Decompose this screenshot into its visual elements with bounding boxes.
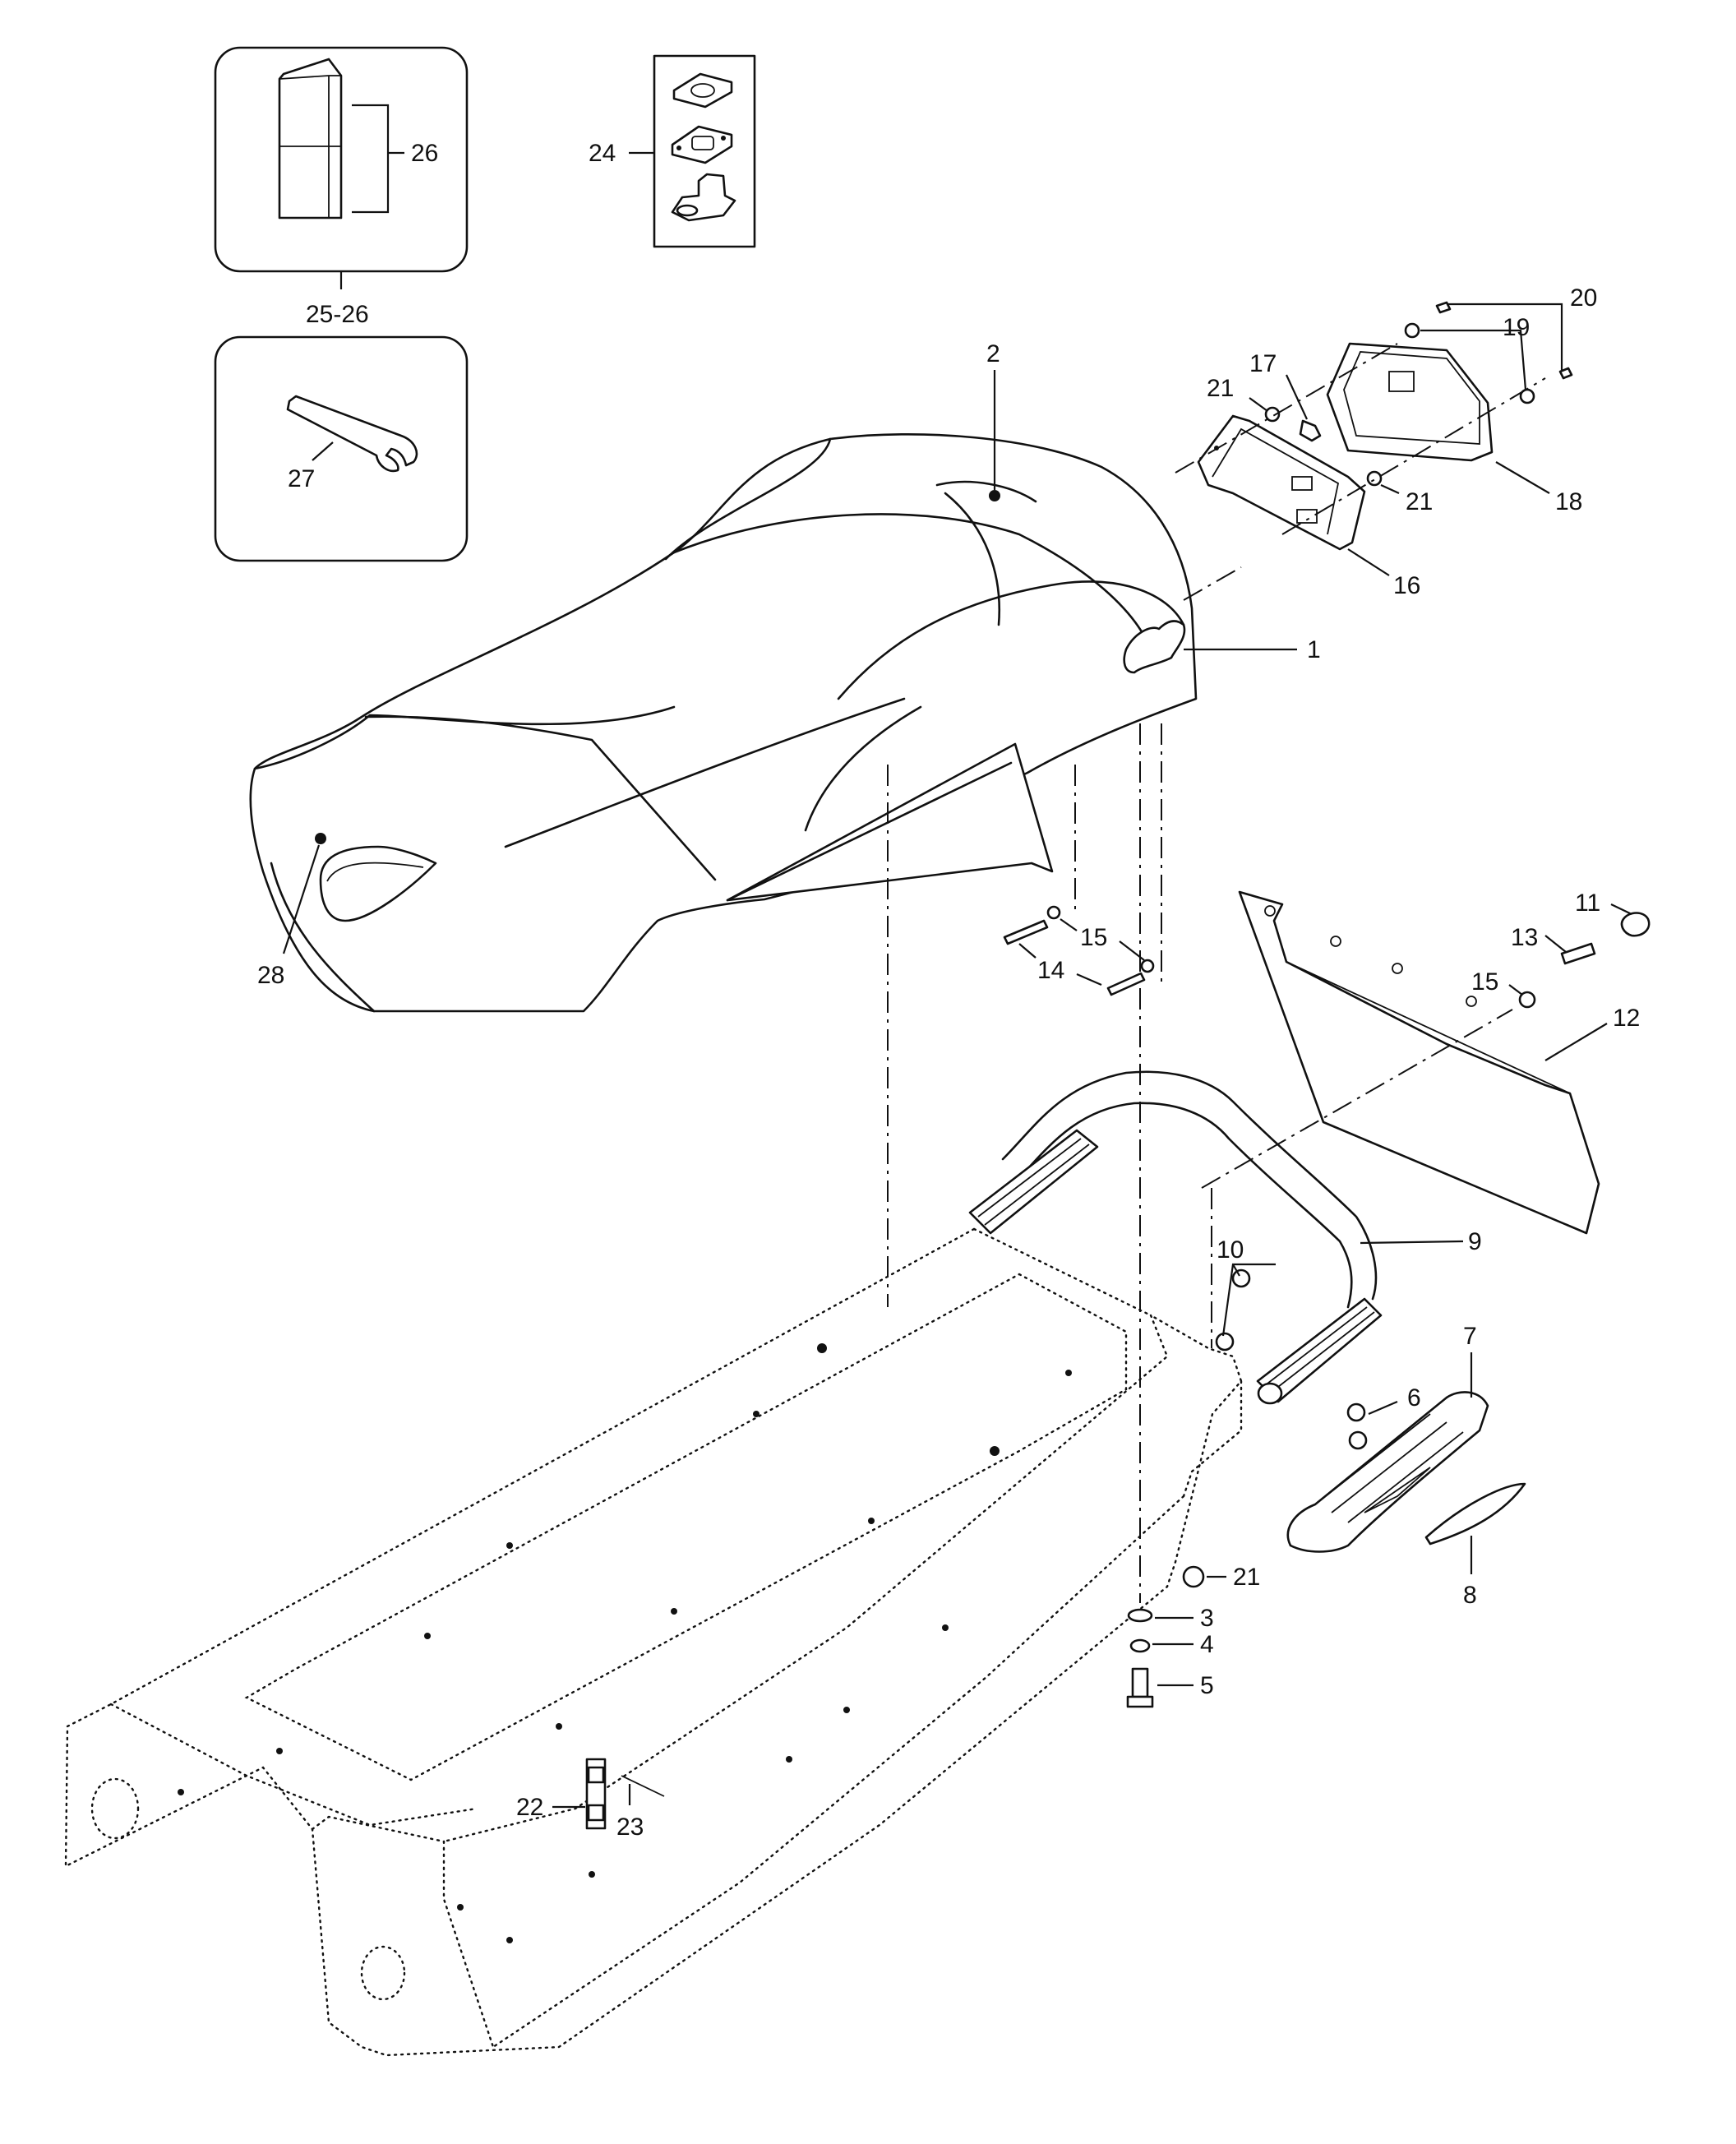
svg-text:10: 10 xyxy=(1217,1236,1244,1264)
grab-handle xyxy=(968,1070,1383,1405)
svg-text:21: 21 xyxy=(1233,1564,1260,1591)
svg-text:13: 13 xyxy=(1511,924,1538,951)
washer-19-a xyxy=(1404,322,1420,339)
callout-27: 27 xyxy=(288,465,315,492)
svg-text:24: 24 xyxy=(589,140,616,167)
svg-text:11: 11 xyxy=(1575,889,1600,917)
hardware-17 xyxy=(1299,419,1322,442)
lockwasher-4 xyxy=(1129,1638,1151,1653)
svg-text:19: 19 xyxy=(1503,314,1530,341)
callout-9: 9 xyxy=(1468,1228,1482,1255)
callout-6: 6 xyxy=(1407,1384,1421,1412)
callout-5: 5 xyxy=(1200,1672,1214,1699)
washer-15-flap xyxy=(1518,991,1536,1009)
svg-text:18: 18 xyxy=(1555,488,1582,515)
callout-13: 13 xyxy=(1511,924,1538,951)
inset-box-tool xyxy=(214,335,469,562)
washer-3 xyxy=(1127,1608,1153,1623)
svg-text:15: 15 xyxy=(1080,924,1107,951)
inset-box-latch xyxy=(653,54,756,248)
bolt-5-head xyxy=(1126,1695,1154,1708)
washer-15-b xyxy=(1140,959,1155,973)
callout-21-middle: 21 xyxy=(1406,488,1433,515)
callout-19: 19 xyxy=(1503,314,1530,341)
callout-16: 16 xyxy=(1393,572,1420,599)
callout-14: 14 xyxy=(1037,957,1064,984)
screw-14-b xyxy=(1106,972,1146,996)
latch-22 xyxy=(585,1758,607,1830)
screw-10-a xyxy=(1231,1268,1251,1288)
seat-assembly xyxy=(249,433,1198,1013)
callout-23: 23 xyxy=(616,1814,644,1841)
svg-text:12: 12 xyxy=(1613,1005,1640,1032)
reflector-8 xyxy=(1424,1482,1526,1546)
pin-23 xyxy=(621,1775,665,1797)
screw-14-a xyxy=(1003,919,1049,945)
callout-20: 20 xyxy=(1570,284,1597,312)
taillight-housing xyxy=(1197,414,1366,551)
screw-20-b xyxy=(1558,367,1573,380)
callout-25-26: 25-26 xyxy=(306,301,369,328)
callout-1: 1 xyxy=(1307,636,1321,663)
svg-text:25-26: 25-26 xyxy=(306,301,369,328)
callout-18: 18 xyxy=(1555,488,1582,515)
grommet-11 xyxy=(1620,912,1651,937)
svg-text:6: 6 xyxy=(1407,1384,1421,1412)
svg-text:28: 28 xyxy=(257,962,284,989)
callout-28: 28 xyxy=(257,962,284,989)
svg-text:22: 22 xyxy=(516,1794,543,1821)
nut-21-lower xyxy=(1366,470,1383,487)
svg-text:17: 17 xyxy=(1249,350,1277,377)
callout-11: 11 xyxy=(1575,889,1600,917)
callout-24: 24 xyxy=(589,140,616,167)
nut-21-upper xyxy=(1264,406,1281,423)
callout-21-upper: 21 xyxy=(1207,375,1234,402)
svg-text:14: 14 xyxy=(1037,957,1064,984)
nut-21-lower-tunnel xyxy=(1182,1565,1205,1588)
svg-text:2: 2 xyxy=(986,340,1000,367)
svg-text:21: 21 xyxy=(1406,488,1433,515)
callout-22: 22 xyxy=(516,1794,543,1821)
snow-flap xyxy=(1238,890,1600,1235)
callout-15-flap: 15 xyxy=(1471,968,1498,996)
callout-4: 4 xyxy=(1200,1631,1214,1658)
callout-3: 3 xyxy=(1200,1605,1214,1632)
taillight-lens xyxy=(1326,342,1494,462)
bolt-5 xyxy=(1131,1667,1149,1698)
svg-text:1: 1 xyxy=(1307,636,1321,663)
callout-26: 26 xyxy=(411,140,438,167)
rear-bumper-guard xyxy=(1286,1391,1489,1553)
svg-text:8: 8 xyxy=(1463,1582,1477,1609)
svg-text:4: 4 xyxy=(1200,1631,1214,1658)
callout-15-seat: 15 xyxy=(1080,924,1107,951)
screw-6-b xyxy=(1348,1430,1368,1450)
callout-2: 2 xyxy=(986,340,1000,367)
callout-8: 8 xyxy=(1463,1582,1477,1609)
svg-text:5: 5 xyxy=(1200,1672,1214,1699)
callout-21-lower: 21 xyxy=(1233,1564,1260,1591)
svg-text:16: 16 xyxy=(1393,572,1420,599)
bolt-13 xyxy=(1560,942,1596,965)
screw-10-b xyxy=(1215,1332,1235,1352)
washer-15-a xyxy=(1046,905,1061,920)
svg-text:15: 15 xyxy=(1471,968,1498,996)
svg-text:20: 20 xyxy=(1570,284,1597,312)
tunnel-frame xyxy=(64,1227,1243,2057)
svg-text:26: 26 xyxy=(411,140,438,167)
svg-text:9: 9 xyxy=(1468,1228,1482,1255)
callout-17: 17 xyxy=(1249,350,1277,377)
screw-6-a xyxy=(1346,1402,1366,1422)
svg-text:3: 3 xyxy=(1200,1605,1214,1632)
svg-text:7: 7 xyxy=(1463,1323,1477,1350)
svg-text:23: 23 xyxy=(616,1814,644,1841)
callout-12: 12 xyxy=(1613,1005,1640,1032)
callout-7: 7 xyxy=(1463,1323,1477,1350)
callout-10: 10 xyxy=(1217,1236,1244,1264)
svg-text:27: 27 xyxy=(288,465,315,492)
svg-text:21: 21 xyxy=(1207,375,1234,402)
